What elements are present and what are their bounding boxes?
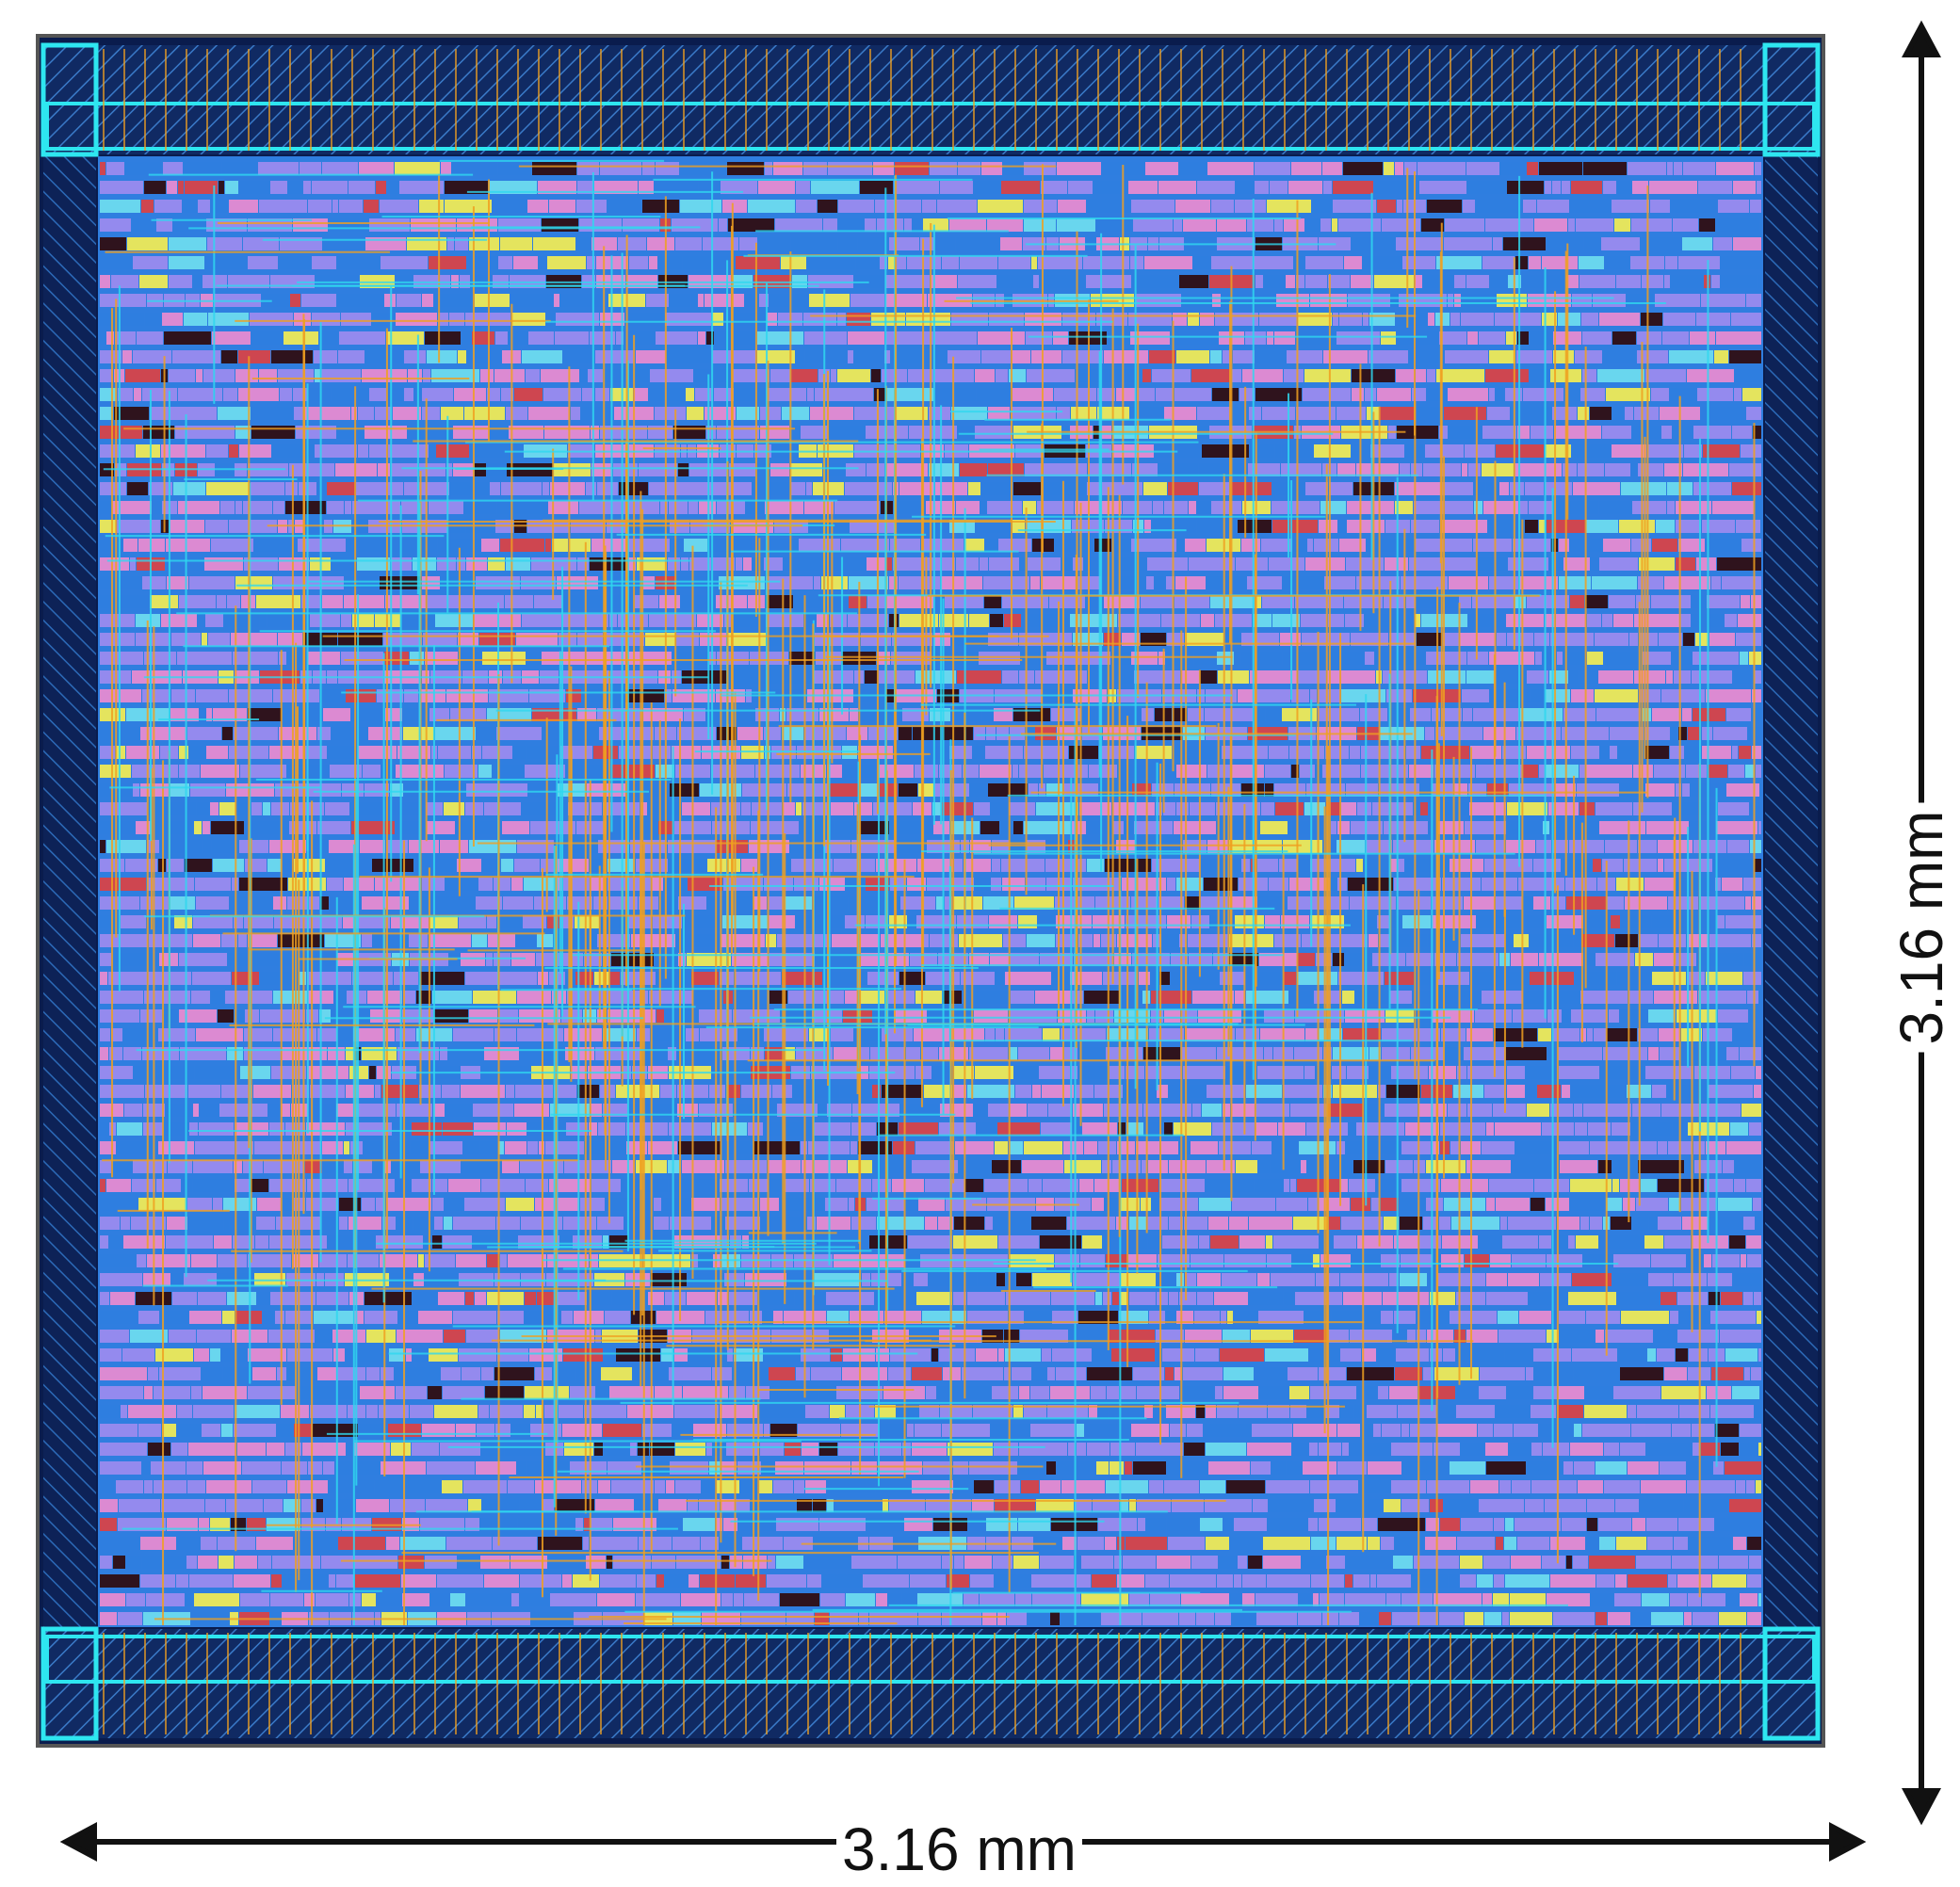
corner-cell-top-right	[1762, 42, 1821, 157]
io-ring-left	[43, 154, 96, 1629]
corner-cell-bottom-right	[1762, 1626, 1821, 1741]
io-ring-top	[43, 45, 1818, 154]
core-area	[98, 156, 1763, 1627]
corner-cell-top-left	[40, 42, 99, 157]
io-ring-bottom	[43, 1629, 1818, 1738]
height-dimension-label: 3.16 mm	[1887, 802, 1955, 1053]
io-ring-right	[1765, 154, 1818, 1629]
corner-cell-bottom-left	[40, 1626, 99, 1741]
width-dimension-label: 3.16 mm	[836, 1819, 1082, 1879]
